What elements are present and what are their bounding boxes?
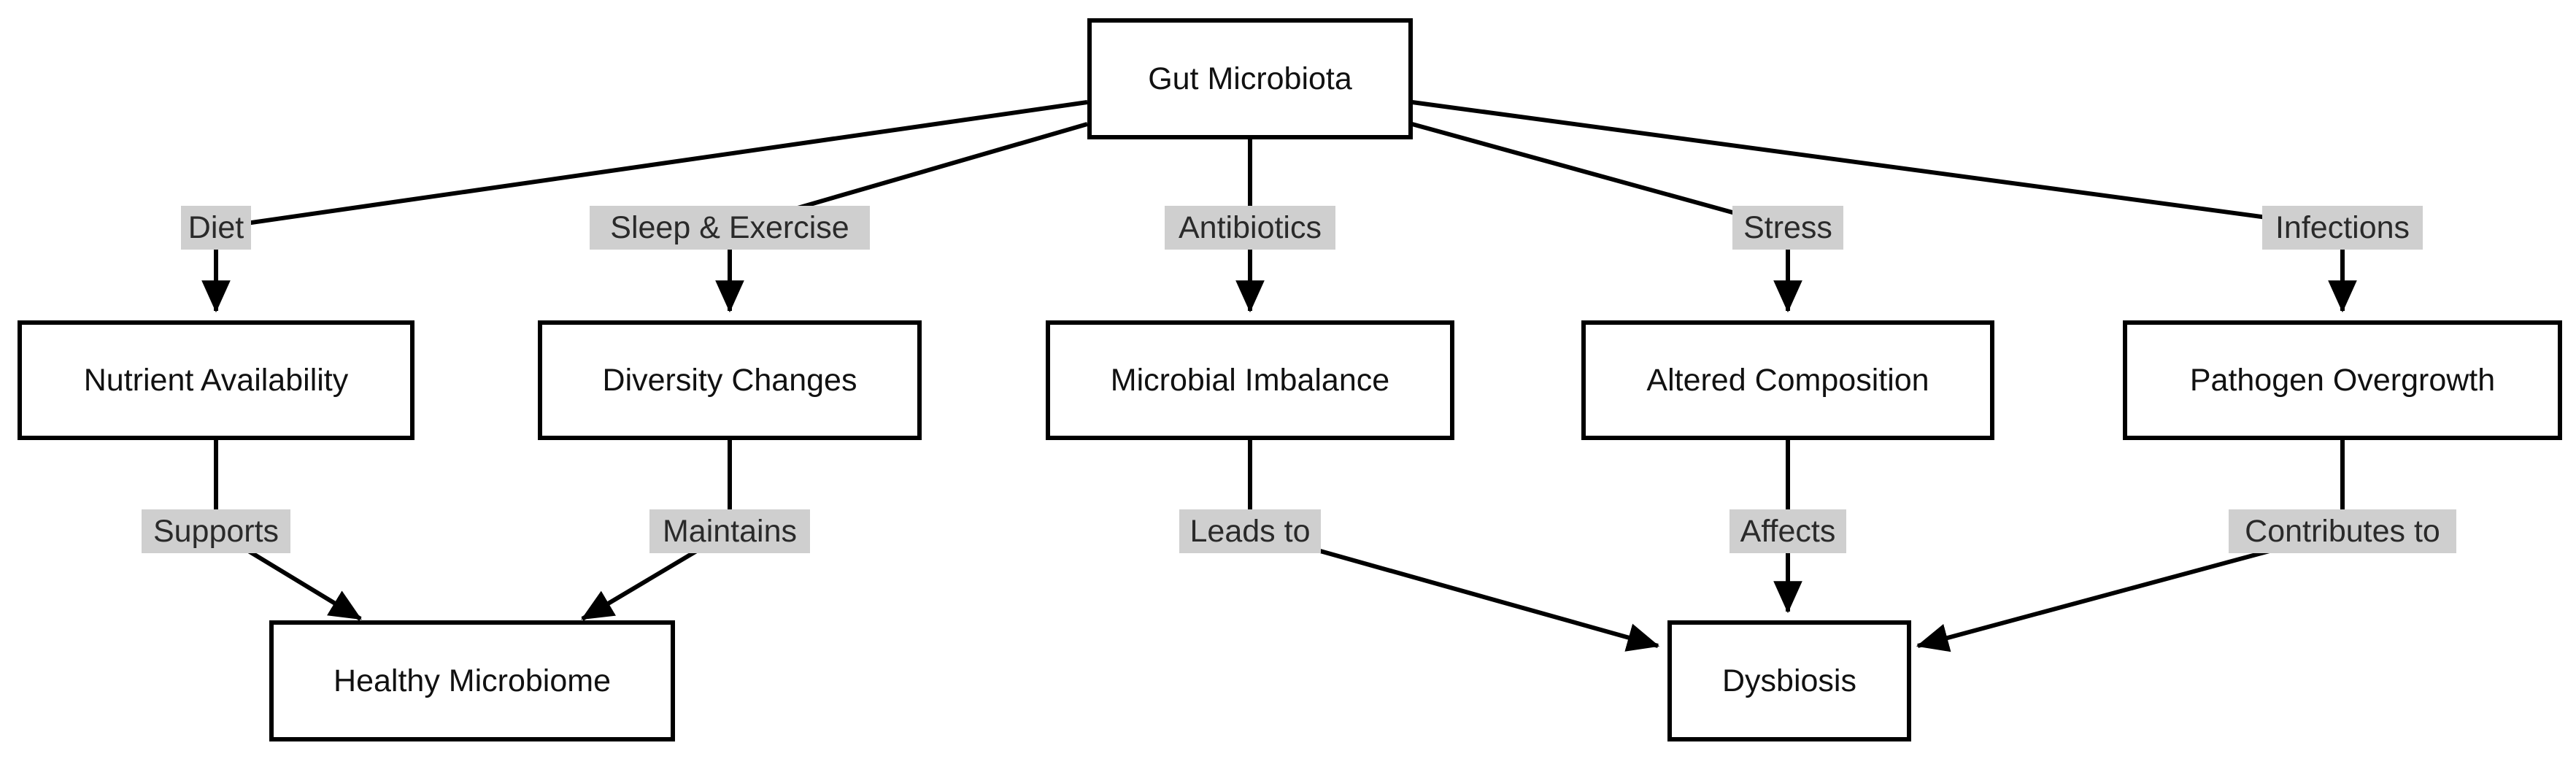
node-microbial-imbalance: Microbial Imbalance xyxy=(1046,320,1454,440)
node-healthy-microbiome: Healthy Microbiome xyxy=(269,620,675,741)
edge-label-leads-to-text: Leads to xyxy=(1190,514,1311,549)
node-diversity-changes-label: Diversity Changes xyxy=(603,363,857,398)
node-nutrient-availability: Nutrient Availability xyxy=(18,320,414,440)
edge-label-affects: Affects xyxy=(1729,509,1846,553)
edge-infections xyxy=(1411,100,2357,313)
edge-label-maintains: Maintains xyxy=(649,509,810,553)
node-gut-microbiota: Gut Microbiota xyxy=(1087,18,1413,139)
node-dysbiosis-label: Dysbiosis xyxy=(1722,663,1856,698)
edge-label-contributes-to-text: Contributes to xyxy=(2245,514,2440,549)
edge-label-maintains-text: Maintains xyxy=(663,514,797,549)
edge-label-contributes-to: Contributes to xyxy=(2229,509,2456,553)
edge-label-leads-to: Leads to xyxy=(1179,509,1321,553)
node-gut-microbiota-label: Gut Microbiota xyxy=(1148,61,1352,96)
edge-label-stress: Stress xyxy=(1732,206,1843,250)
edge-label-diet-text: Diet xyxy=(188,210,244,245)
edge-label-infections-text: Infections xyxy=(2275,210,2410,245)
node-nutrient-availability-label: Nutrient Availability xyxy=(84,363,349,398)
edge-label-infections: Infections xyxy=(2262,206,2423,250)
node-healthy-microbiome-label: Healthy Microbiome xyxy=(333,663,611,698)
node-altered-composition-label: Altered Composition xyxy=(1646,363,1929,398)
edge-label-affects-text: Affects xyxy=(1740,514,1836,549)
edge-label-antibiotics-text: Antibiotics xyxy=(1179,210,1322,245)
edge-label-diet: Diet xyxy=(181,206,251,250)
node-altered-composition: Altered Composition xyxy=(1581,320,1994,440)
node-pathogen-overgrowth-label: Pathogen Overgrowth xyxy=(2190,363,2495,398)
edge-label-supports-text: Supports xyxy=(153,514,279,549)
edge-stress xyxy=(1411,122,1802,313)
edge-infections-line xyxy=(1411,100,2357,313)
edge-label-supports: Supports xyxy=(142,509,290,553)
edge-label-sleep-exercise-text: Sleep & Exercise xyxy=(610,210,849,245)
node-diversity-changes: Diversity Changes xyxy=(538,320,922,440)
node-microbial-imbalance-label: Microbial Imbalance xyxy=(1111,363,1389,398)
edge-label-antibiotics: Antibiotics xyxy=(1165,206,1335,250)
edge-label-sleep-exercise: Sleep & Exercise xyxy=(590,206,870,250)
edge-stress-line xyxy=(1411,122,1802,313)
node-pathogen-overgrowth: Pathogen Overgrowth xyxy=(2123,320,2562,440)
node-dysbiosis: Dysbiosis xyxy=(1667,620,1911,741)
edge-label-stress-text: Stress xyxy=(1743,210,1832,245)
